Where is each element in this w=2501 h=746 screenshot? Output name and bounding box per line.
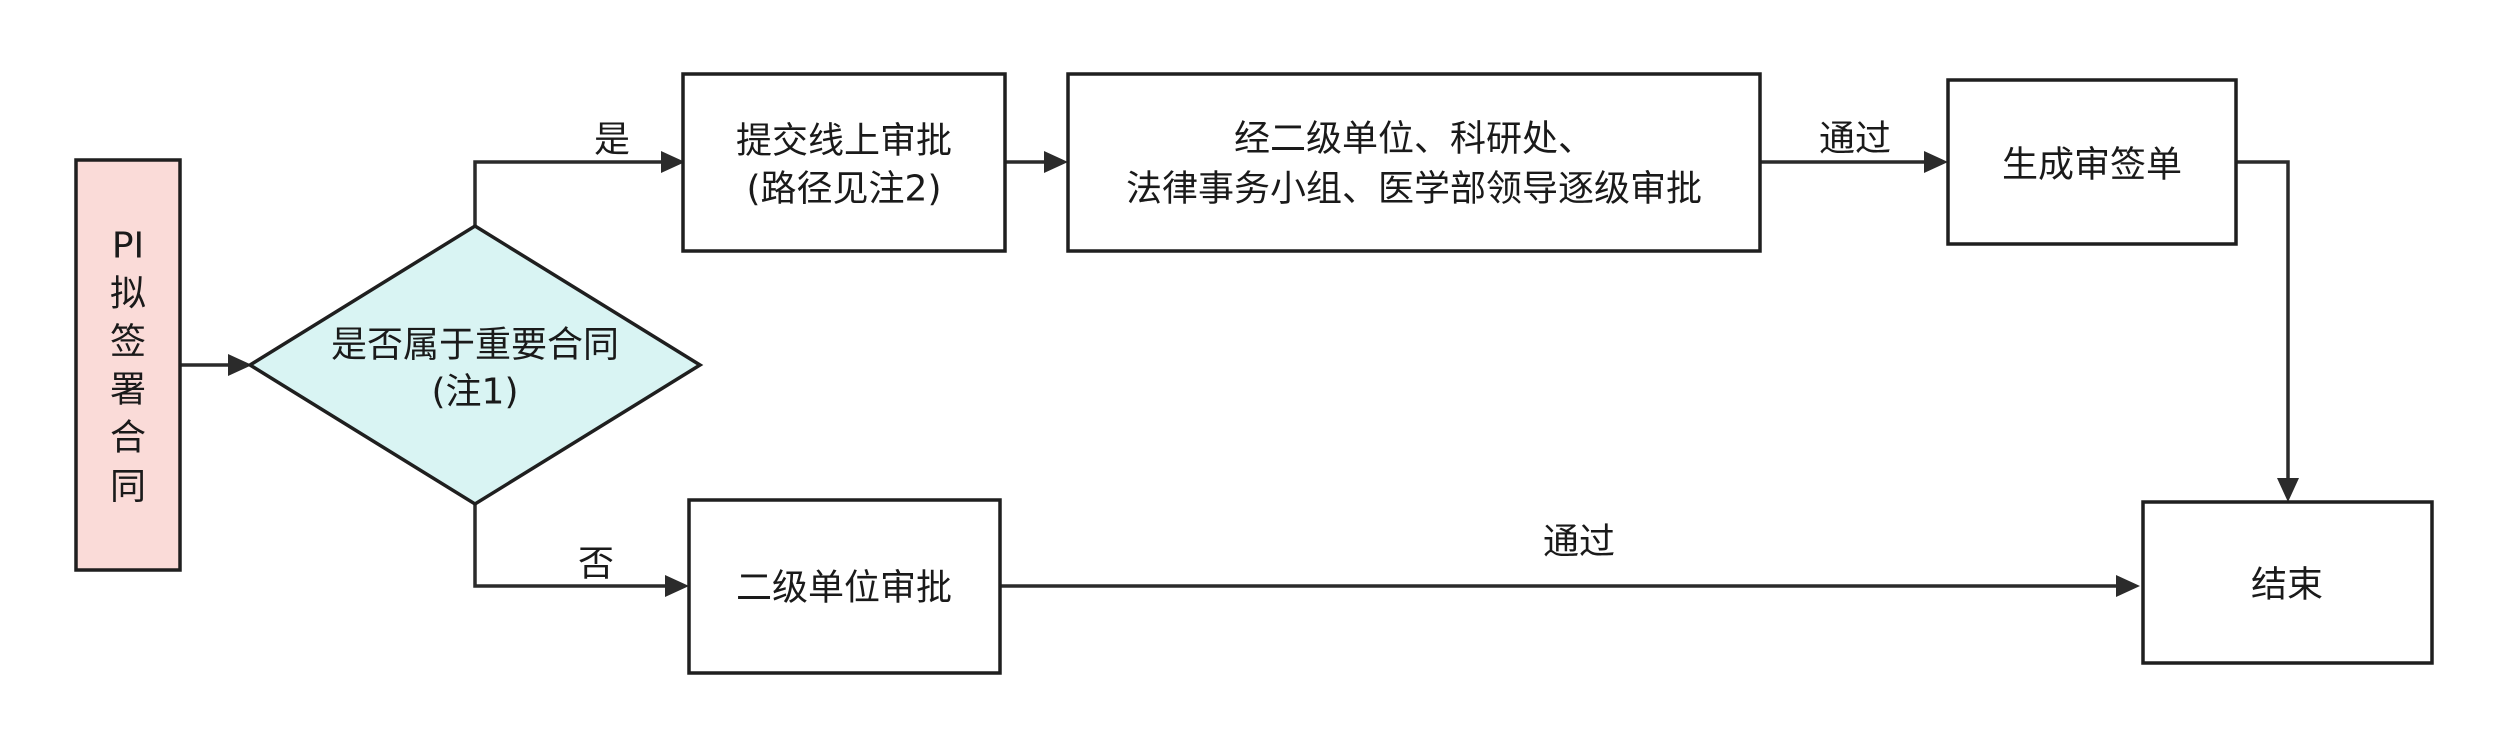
node-level-review: 经二级单位、科研处、 法律事务小组、医学部领导逐级审批	[1066, 72, 1762, 253]
arrowhead-start-to-decision	[228, 354, 252, 376]
node-level-review-box	[1066, 72, 1762, 253]
node-submit-online-line-1: 提交线上审批	[736, 121, 952, 162]
node-submit-online: 提交线上审批 (路径见注2)	[681, 72, 1007, 253]
arrowhead-secondary-to-end	[2116, 575, 2140, 597]
node-start-line-5: 合	[110, 418, 146, 459]
node-start-line-2: 拟	[110, 274, 146, 315]
arrowhead-yes	[661, 151, 685, 173]
node-generate-sign-label: 生成审签单	[2002, 145, 2182, 186]
arrowhead-no	[665, 575, 689, 597]
edge-sign-to-end	[2236, 160, 2290, 482]
node-submit-online-box	[681, 72, 1007, 253]
node-decision: 是否属于重要合同 (注1)	[246, 223, 704, 507]
node-secondary-unit-label: 二级单位审批	[736, 568, 952, 609]
node-start-box	[74, 158, 182, 572]
node-generate-sign: 生成审签单	[1946, 78, 2238, 246]
node-submit-online-line-2: (路径见注2)	[747, 169, 942, 210]
arrowhead-sign-to-end	[2277, 478, 2299, 502]
node-decision-line-2: (注1)	[432, 372, 519, 413]
edge-no	[473, 504, 669, 588]
edges	[180, 151, 2299, 597]
node-start-line-6: 同	[110, 467, 146, 508]
edge-label-no: 否	[578, 544, 614, 585]
node-decision-diamond	[246, 223, 704, 507]
node-start-line-4: 署	[110, 370, 146, 411]
edge-label-yes: 是	[594, 120, 630, 161]
node-secondary-unit: 二级单位审批	[687, 498, 1002, 675]
node-start-line-3: 签	[110, 322, 146, 363]
node-level-review-line-1: 经二级单位、科研处、	[1234, 119, 1594, 160]
node-level-review-line-2: 法律事务小组、医学部领导逐级审批	[1126, 169, 1702, 210]
node-start-line-1: PI	[112, 226, 144, 267]
arrowhead-submit-to-review	[1044, 151, 1068, 173]
edge-yes	[473, 160, 665, 226]
node-secondary-unit-box	[687, 498, 1002, 675]
node-decision-line-1: 是否属于重要合同	[331, 325, 619, 366]
node-end-box	[2141, 500, 2434, 665]
node-end: 结束	[2141, 500, 2434, 665]
node-start: PI 拟 签 署 合 同	[74, 158, 182, 572]
node-end-label: 结束	[2251, 565, 2323, 606]
edge-label-pass-bottom: 通过	[1543, 522, 1615, 563]
node-generate-sign-box	[1946, 78, 2238, 246]
edge-label-pass-top: 通过	[1819, 119, 1891, 160]
arrowhead-review-to-sign	[1924, 151, 1948, 173]
